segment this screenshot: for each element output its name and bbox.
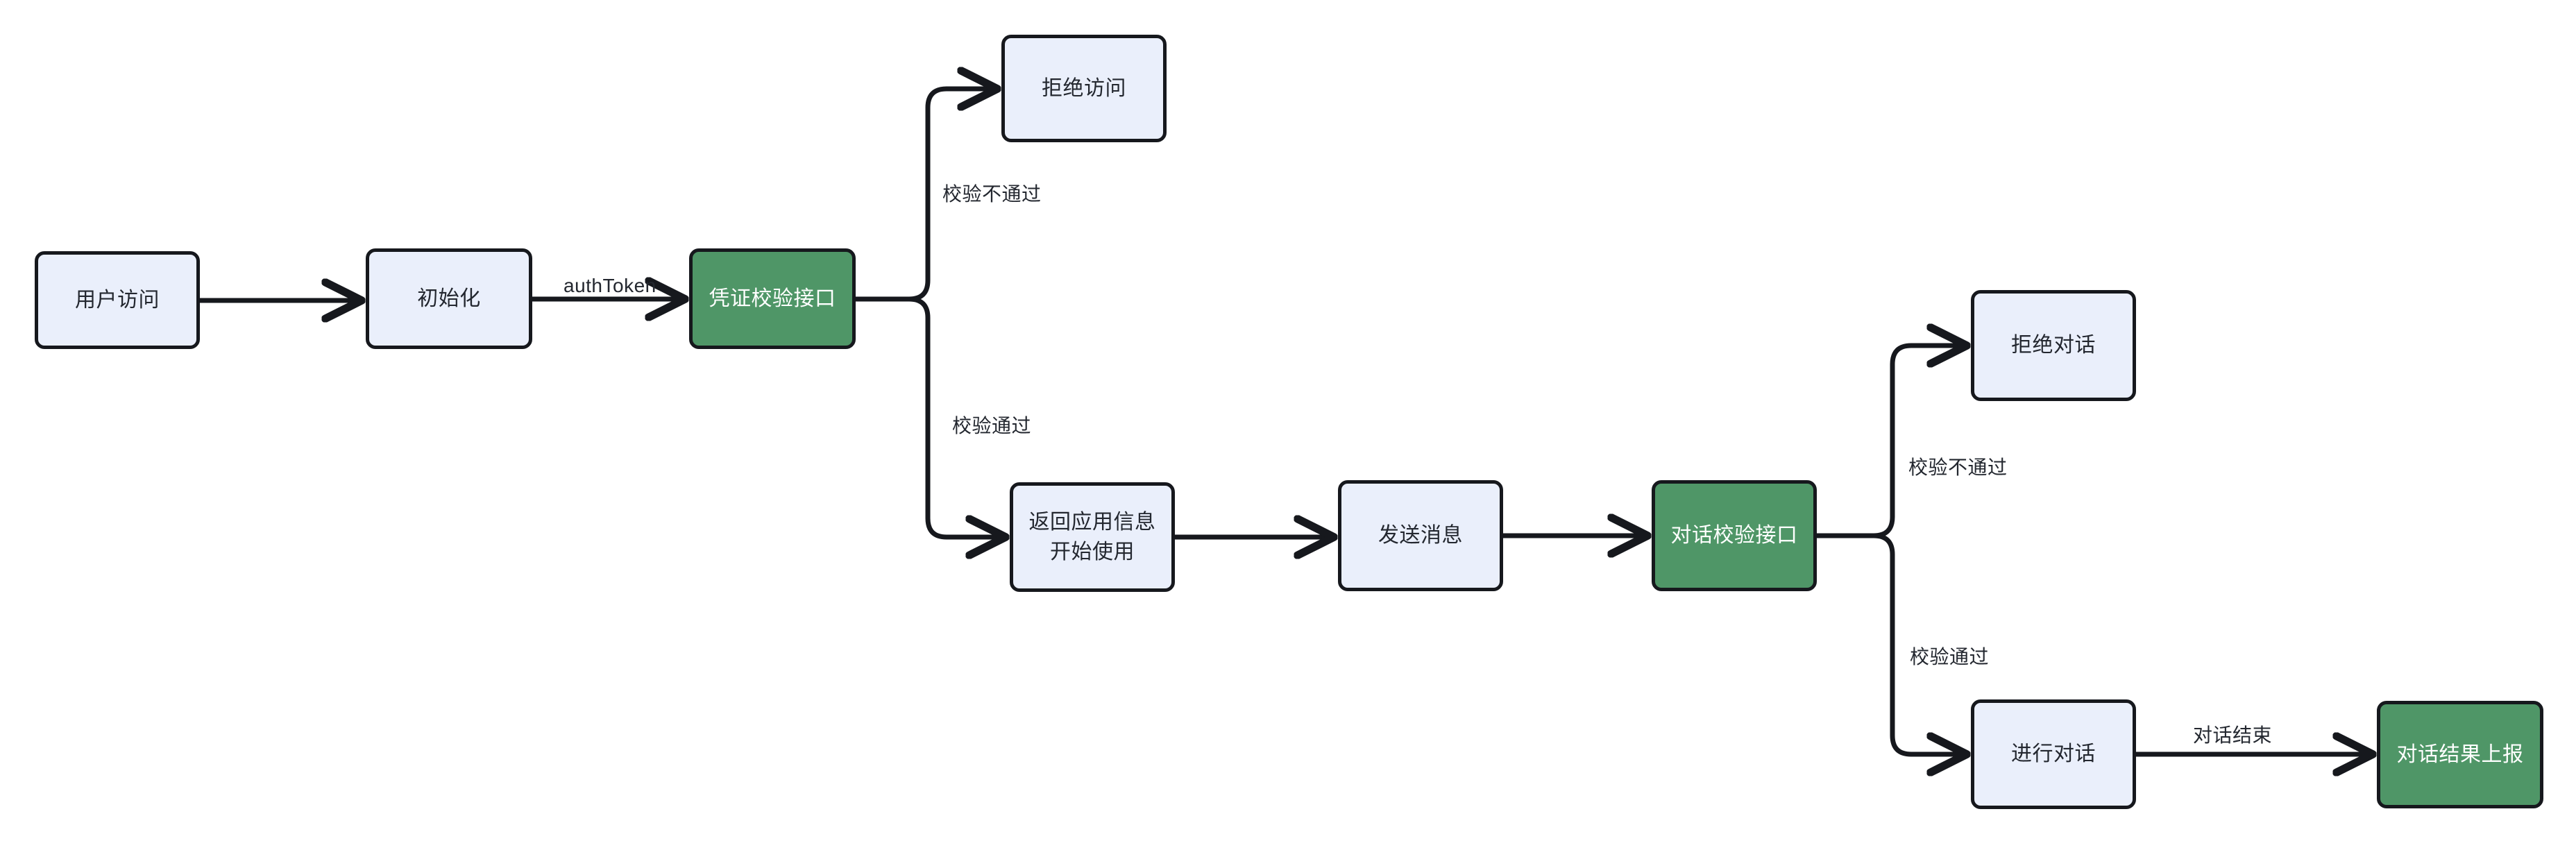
node-deny-chat[interactable]: 拒绝对话: [1971, 290, 2136, 401]
node-label: 对话结果上报: [2396, 742, 2524, 766]
node-label: 凭证校验接口: [709, 287, 836, 310]
node-return-app-info[interactable]: 返回应用信息 开始使用: [1010, 482, 1175, 592]
node-label: 拒绝访问: [1042, 76, 1126, 100]
node-cred-verify-api[interactable]: 凭证校验接口: [689, 248, 856, 349]
node-label: 对话校验接口: [1670, 524, 1798, 547]
edge-label-auth-token: authToken: [564, 275, 656, 296]
node-deny-access[interactable]: 拒绝访问: [1001, 35, 1167, 142]
node-label: 返回应用信息 开始使用: [1028, 510, 1156, 564]
node-label: 用户访问: [75, 288, 160, 312]
edge-label-chat-finished: 对话结束: [2193, 724, 2273, 746]
node-chat-verify-api[interactable]: 对话校验接口: [1652, 480, 1817, 591]
edge-label-chat-pass: 校验通过: [1910, 646, 1990, 668]
node-do-chat[interactable]: 进行对话: [1971, 699, 2136, 809]
edge-label-chat-fail: 校验不通过: [1908, 457, 2008, 478]
node-user-access[interactable]: 用户访问: [35, 251, 200, 349]
node-send-message[interactable]: 发送消息: [1338, 480, 1503, 591]
node-report-result[interactable]: 对话结果上报: [2377, 701, 2543, 808]
node-label: 初始化: [417, 287, 481, 310]
node-init[interactable]: 初始化: [366, 248, 532, 349]
edge-chat-verify-to-deny-chat: [1873, 346, 1963, 538]
edge-label-cred-pass: 校验通过: [952, 415, 1032, 436]
node-label: 进行对话: [2011, 742, 2096, 766]
node-label: 发送消息: [1378, 524, 1463, 547]
edge-label-cred-fail: 校验不通过: [942, 183, 1042, 205]
node-label: 拒绝对话: [2011, 334, 2096, 357]
